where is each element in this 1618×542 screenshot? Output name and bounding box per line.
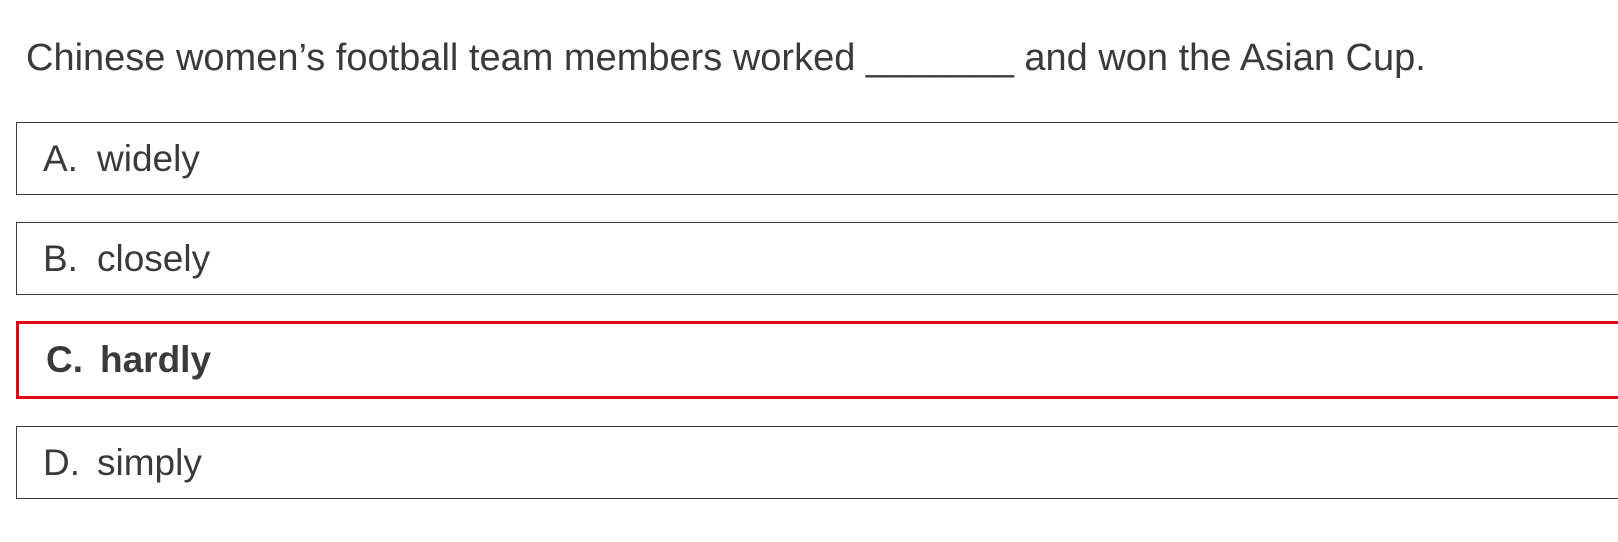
option-a-text: widely [97,137,200,179]
option-b-text: closely [97,237,211,279]
option-d[interactable]: D. simply [16,426,1618,499]
option-c-text: hardly [100,339,212,380]
option-d-letter: D. [43,441,80,483]
option-d-text: simply [97,441,202,483]
option-b-letter: B. [43,237,78,279]
option-b[interactable]: B. closely [16,222,1618,295]
question-text: Chinese women’s football team members wo… [26,37,1426,79]
option-a[interactable]: A. widely [16,122,1618,195]
option-a-letter: A. [43,137,78,179]
option-c-letter: C. [46,339,83,380]
option-c-selected[interactable]: C. hardly [16,321,1618,399]
